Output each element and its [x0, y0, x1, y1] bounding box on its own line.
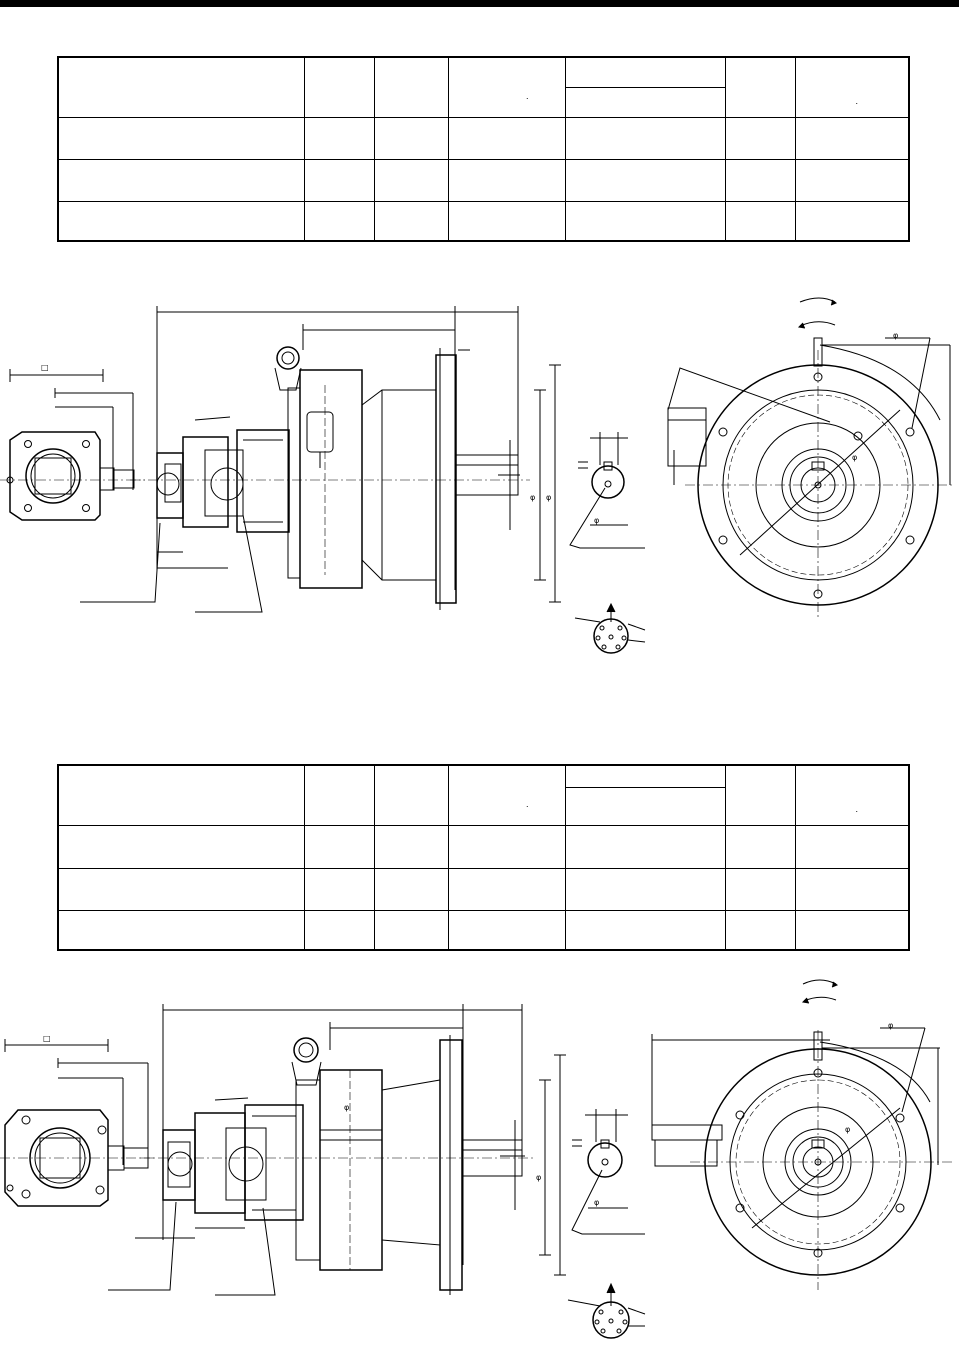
- header-dot: .: [855, 95, 858, 106]
- table-cell: [794, 824, 910, 869]
- header-cell-4: .: [447, 56, 566, 118]
- header-cell-5-bottom: [564, 86, 726, 118]
- table-cell: [794, 909, 910, 951]
- table-cell: [303, 116, 375, 160]
- table-cell: [57, 200, 305, 242]
- spec-table-2: . .: [57, 764, 910, 951]
- table-cell: [303, 158, 375, 202]
- terminal-box-side-view: [0, 369, 145, 521]
- table-cell: [564, 909, 726, 951]
- shaft-key-detail: [571, 1109, 645, 1235]
- header-dot: .: [525, 798, 529, 809]
- table-cell: [724, 909, 796, 951]
- header-dot: .: [855, 803, 858, 814]
- square-symbol: □: [43, 1034, 51, 1043]
- terminal-box-side-view: [0, 1039, 155, 1207]
- phi-symbol: φ: [530, 493, 535, 502]
- shaft-key-detail: [569, 432, 645, 549]
- header-cell-model: [57, 56, 305, 118]
- table-cell: [57, 116, 305, 160]
- header-cell-7: .: [794, 56, 910, 118]
- table-cell: [794, 158, 910, 202]
- table-cell: [724, 158, 796, 202]
- table-cell: [564, 824, 726, 869]
- phi-symbol: φ: [845, 1125, 850, 1134]
- table-cell: [794, 200, 910, 242]
- header-cell-3: [373, 764, 449, 826]
- table-row: [57, 200, 910, 242]
- table-row: [57, 824, 910, 869]
- table-cell: [57, 867, 305, 911]
- table-cell: [724, 867, 796, 911]
- table-cell: [564, 116, 726, 160]
- flange-end-view: [667, 297, 955, 620]
- table-cell: [303, 824, 375, 869]
- table-cell: [724, 824, 796, 869]
- table-cell: [57, 824, 305, 869]
- phi-symbol: φ: [893, 331, 898, 340]
- table-row: [57, 116, 910, 160]
- table-cell: [447, 867, 566, 911]
- header-cell-2: [303, 56, 375, 118]
- motor-drawing-1: □ φ φ φ φ φ: [0, 297, 955, 654]
- table-row: [57, 158, 910, 202]
- table-cell: [564, 200, 726, 242]
- motor-body-front-view: [108, 1004, 566, 1296]
- table-row: [57, 867, 910, 911]
- header-cell-4: .: [447, 764, 566, 826]
- header-cell-7: .: [794, 764, 910, 826]
- header-cell-3: [373, 56, 449, 118]
- table-cell: [794, 116, 910, 160]
- table-cell: [447, 909, 566, 951]
- connector-pin-detail: [567, 1282, 646, 1339]
- header-cell-5-top: [564, 56, 726, 88]
- table-cell: [373, 909, 449, 951]
- table-cell: [564, 867, 726, 911]
- flange-end-view: [651, 979, 955, 1290]
- square-symbol: □: [41, 363, 49, 372]
- header-cell-6: [724, 764, 796, 826]
- table-row: [57, 909, 910, 951]
- table-cell: [447, 200, 566, 242]
- phi-symbol: φ: [594, 516, 599, 525]
- table-cell: [57, 909, 305, 951]
- table-cell: [447, 824, 566, 869]
- header-cell-6: [724, 56, 796, 118]
- header-dot: .: [525, 90, 529, 101]
- table-cell: [373, 200, 449, 242]
- header-cell-2: [303, 764, 375, 826]
- header-cell-5-top: [564, 764, 726, 788]
- table-cell: [303, 200, 375, 242]
- table-cell: [373, 867, 449, 911]
- table-cell: [447, 158, 566, 202]
- table-cell: [373, 824, 449, 869]
- table-cell: [373, 116, 449, 160]
- table-cell: [564, 158, 726, 202]
- motor-drawing-2: □ φ φ φ φ φ: [0, 979, 955, 1339]
- table-cell: [447, 116, 566, 160]
- header-cell-model: [57, 764, 305, 826]
- header-cell-5-bottom: [564, 786, 726, 826]
- phi-symbol: φ: [546, 493, 551, 502]
- table-cell: [373, 158, 449, 202]
- phi-symbol: φ: [536, 1173, 541, 1182]
- phi-symbol: φ: [852, 453, 857, 462]
- phi-symbol: φ: [344, 1103, 349, 1112]
- table-cell: [57, 158, 305, 202]
- table-cell: [303, 909, 375, 951]
- motor-body-front-view: [80, 306, 561, 613]
- header-rule: [0, 0, 959, 7]
- connector-pin-detail: [574, 602, 646, 654]
- spec-table-1: . .: [57, 56, 910, 242]
- phi-symbol: φ: [594, 1198, 599, 1207]
- table-cell: [794, 867, 910, 911]
- phi-symbol: φ: [888, 1021, 893, 1030]
- table-cell: [303, 867, 375, 911]
- table-cell: [724, 116, 796, 160]
- table-cell: [724, 200, 796, 242]
